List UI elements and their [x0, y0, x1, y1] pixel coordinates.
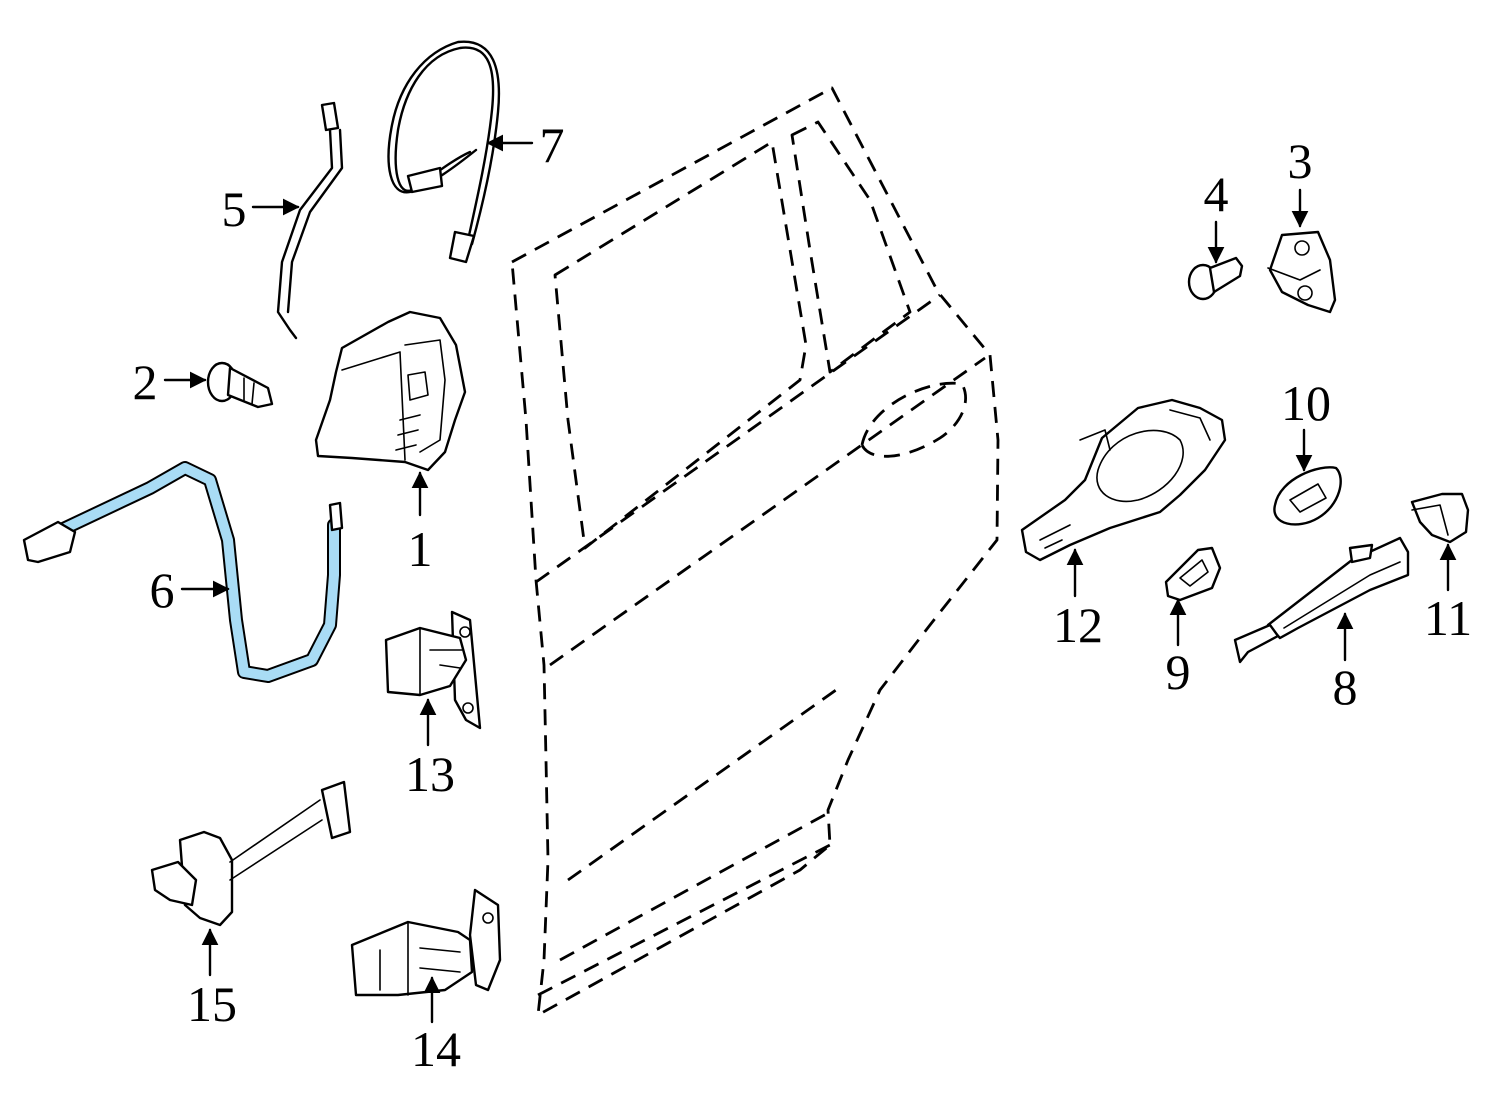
callout-14: 14 — [411, 1021, 461, 1077]
handle-end-cap-part — [1410, 492, 1470, 544]
callout-11: 11 — [1424, 590, 1472, 646]
lock-rod-part — [276, 101, 344, 340]
callout-12: 12 — [1053, 597, 1103, 653]
callout-9: 9 — [1166, 644, 1191, 700]
callout-13: 13 — [405, 746, 455, 802]
door-check-part — [150, 780, 352, 927]
callout-7: 7 — [540, 117, 565, 173]
callout-labels: 1 2 3 4 5 6 7 8 9 10 11 12 13 14 15 — [133, 117, 1473, 1077]
callout-8: 8 — [1333, 659, 1358, 715]
outer-handle-part — [1233, 536, 1410, 664]
cable-end-connector — [22, 520, 77, 564]
callout-2: 2 — [133, 354, 158, 410]
cable-fill — [35, 463, 339, 681]
callout-3: 3 — [1288, 133, 1313, 189]
callout-arrows — [163, 134, 1457, 1024]
striker-part — [1267, 230, 1337, 314]
release-cable-part — [387, 40, 501, 264]
callout-4: 4 — [1204, 166, 1229, 222]
door-latch-part — [314, 310, 467, 472]
lock-cover-part — [1273, 466, 1342, 526]
latch-bolt-part — [206, 361, 274, 409]
striker-bolt-part — [1187, 256, 1244, 301]
callout-15: 15 — [187, 976, 237, 1032]
callout-5: 5 — [222, 181, 247, 237]
callout-10: 10 — [1281, 375, 1331, 431]
handle-cap-part — [1164, 546, 1222, 602]
handle-carrier-part — [1020, 398, 1227, 562]
upper-hinge-part — [350, 888, 502, 997]
door-outline — [510, 86, 1000, 1017]
lower-hinge-part — [384, 610, 482, 730]
highlighted-cable-part — [22, 461, 344, 683]
callout-6: 6 — [150, 562, 175, 618]
callout-1: 1 — [408, 521, 433, 577]
